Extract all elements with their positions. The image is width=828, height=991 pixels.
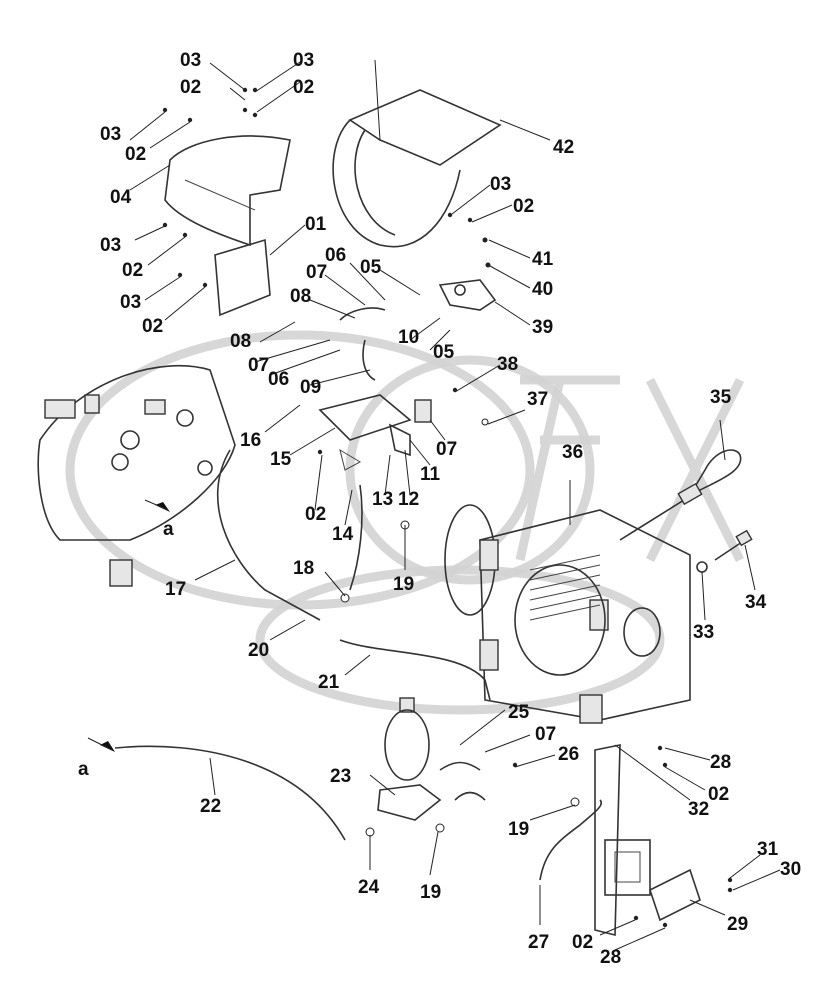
label-02: 02 <box>293 77 314 98</box>
label-02: 02 <box>122 260 143 281</box>
label-16: 16 <box>240 430 261 451</box>
label-07: 07 <box>248 355 269 376</box>
label-27: 27 <box>528 932 549 953</box>
label-19: 19 <box>393 574 414 595</box>
label-03: 03 <box>490 174 511 195</box>
watermark-logo <box>65 330 745 715</box>
label-20: 20 <box>248 640 269 661</box>
cover-box-29 <box>604 839 701 922</box>
plate-01 <box>214 238 271 317</box>
label-39: 39 <box>532 317 553 338</box>
arrow-a-lower <box>87 737 115 752</box>
label-02: 02 <box>180 77 201 98</box>
label-15: 15 <box>270 449 292 470</box>
label-29: 29 <box>727 914 748 935</box>
label-02: 02 <box>513 196 534 217</box>
label-13: 13 <box>372 489 393 510</box>
label-08: 08 <box>290 286 311 307</box>
label-30: 30 <box>780 859 801 880</box>
label-17: 17 <box>165 579 186 600</box>
label-32: 32 <box>688 799 709 820</box>
label-09: 09 <box>300 377 321 398</box>
label-22: 22 <box>200 796 221 817</box>
label-37: 37 <box>527 389 548 410</box>
clamps-25 <box>439 761 486 801</box>
label-04: 04 <box>110 187 132 208</box>
label-a: a <box>78 759 89 780</box>
hoses <box>114 307 602 881</box>
label-21: 21 <box>318 672 340 693</box>
leader-lines <box>129 59 781 951</box>
label-02: 02 <box>142 316 163 337</box>
bracket-32 <box>594 744 621 937</box>
label-07: 07 <box>535 724 556 745</box>
label-02: 02 <box>305 504 326 525</box>
label-19: 19 <box>508 819 529 840</box>
label-36: 36 <box>562 442 583 463</box>
label-35: 35 <box>710 387 732 408</box>
label-03: 03 <box>180 50 201 71</box>
label-40: 40 <box>532 279 553 300</box>
label-06: 06 <box>325 245 346 266</box>
bracket-39 <box>438 279 497 311</box>
accumulator-23 <box>377 697 442 821</box>
label-03: 03 <box>100 124 121 145</box>
label-07: 07 <box>436 439 457 460</box>
label-42: 42 <box>553 137 574 158</box>
label-23: 23 <box>330 766 351 787</box>
cover-panel-04 <box>164 135 291 247</box>
label-02: 02 <box>708 784 729 805</box>
label-03: 03 <box>293 50 314 71</box>
label-38: 38 <box>497 354 518 375</box>
label-25: 25 <box>508 702 530 723</box>
label-14: 14 <box>332 524 354 545</box>
control-panel <box>37 364 236 587</box>
label-24: 24 <box>358 877 380 898</box>
label-07: 07 <box>306 262 327 283</box>
label-02: 02 <box>125 144 146 165</box>
valve-block <box>318 394 432 471</box>
label-a: a <box>163 519 174 540</box>
label-02: 02 <box>572 932 593 953</box>
fasteners <box>162 87 733 928</box>
label-03: 03 <box>100 235 121 256</box>
label-05: 05 <box>433 342 455 363</box>
part-labels: 03 02 03 02 03 02 04 03 02 03 02 01 42 0… <box>78 50 801 968</box>
label-08: 08 <box>230 331 251 352</box>
label-03: 03 <box>120 292 141 313</box>
label-28: 28 <box>600 947 621 968</box>
label-34: 34 <box>745 592 767 613</box>
label-12: 12 <box>398 489 419 510</box>
label-41: 41 <box>532 249 554 270</box>
label-06: 06 <box>268 369 289 390</box>
label-33: 33 <box>693 622 714 643</box>
label-31: 31 <box>757 839 779 860</box>
label-10: 10 <box>398 327 419 348</box>
label-19: 19 <box>420 882 441 903</box>
label-01: 01 <box>305 214 327 235</box>
winch-drum-36 <box>444 504 691 724</box>
label-11: 11 <box>420 464 441 485</box>
label-18: 18 <box>293 558 314 579</box>
wire-rope-35 <box>619 449 742 541</box>
cover-housing-42 <box>332 89 502 248</box>
label-05: 05 <box>360 257 382 278</box>
arrow-a-upper <box>144 499 170 512</box>
label-28: 28 <box>710 752 731 773</box>
label-26: 26 <box>558 744 579 765</box>
